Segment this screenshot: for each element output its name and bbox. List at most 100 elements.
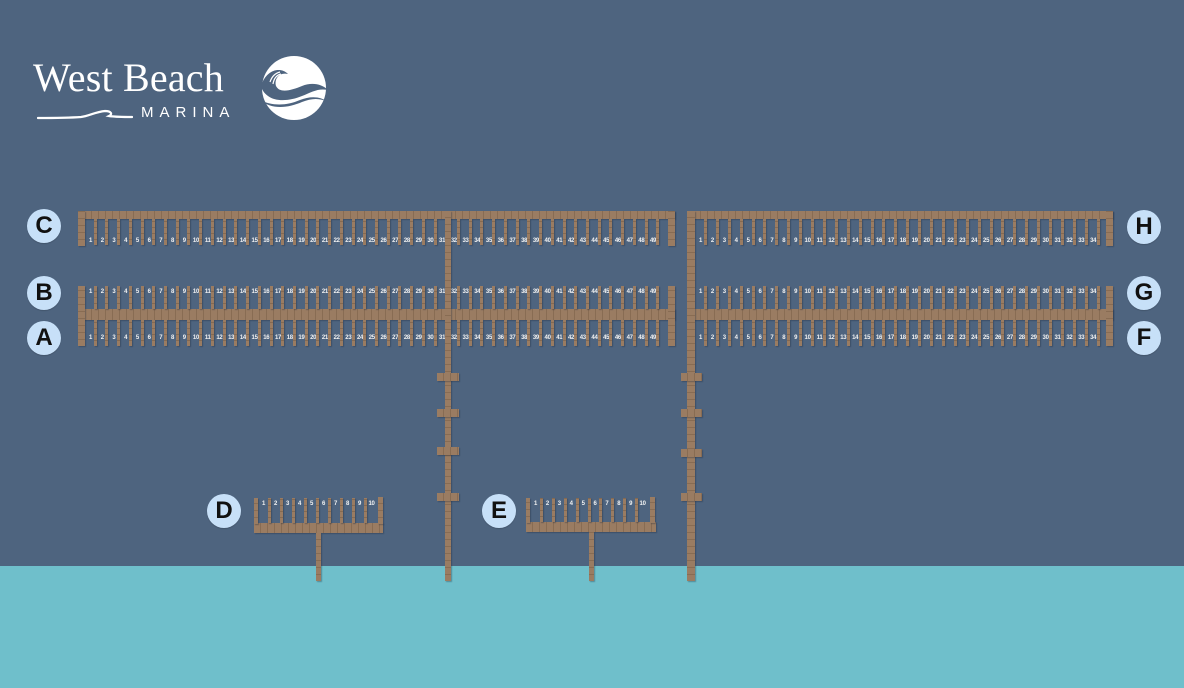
slip-g-28[interactable]: 28 (1018, 289, 1025, 295)
slip-f-5[interactable]: 5 (746, 335, 750, 341)
slip-h-25[interactable]: 25 (983, 238, 990, 244)
slip-e-6[interactable]: 6 (593, 501, 597, 507)
slip-a-28[interactable]: 28 (403, 335, 410, 341)
slip-b-18[interactable]: 18 (286, 289, 293, 295)
slip-a-3[interactable]: 3 (112, 335, 116, 341)
slip-c-23[interactable]: 23 (345, 238, 352, 244)
slip-b-14[interactable]: 14 (239, 289, 246, 295)
slip-b-11[interactable]: 11 (204, 289, 211, 295)
dock-badge-g[interactable]: G (1127, 276, 1161, 310)
slip-g-15[interactable]: 15 (864, 289, 871, 295)
slip-f-30[interactable]: 30 (1042, 335, 1049, 341)
slip-e-9[interactable]: 9 (629, 501, 633, 507)
slip-h-7[interactable]: 7 (770, 238, 774, 244)
slip-f-2[interactable]: 2 (710, 335, 714, 341)
slip-b-21[interactable]: 21 (321, 289, 328, 295)
slip-c-16[interactable]: 16 (263, 238, 270, 244)
slip-c-46[interactable]: 46 (614, 238, 621, 244)
slip-a-37[interactable]: 37 (509, 335, 516, 341)
slip-b-49[interactable]: 49 (650, 289, 657, 295)
slip-a-44[interactable]: 44 (591, 335, 598, 341)
slip-b-28[interactable]: 28 (403, 289, 410, 295)
slip-e-7[interactable]: 7 (605, 501, 609, 507)
slip-h-29[interactable]: 29 (1030, 238, 1037, 244)
slip-a-42[interactable]: 42 (567, 335, 575, 341)
slip-a-17[interactable]: 17 (274, 335, 282, 341)
slip-c-10[interactable]: 10 (192, 238, 199, 244)
slip-c-5[interactable]: 5 (135, 238, 139, 244)
slip-e-10[interactable]: 10 (639, 501, 646, 507)
slip-a-27[interactable]: 27 (392, 335, 399, 341)
slip-f-12[interactable]: 12 (828, 335, 835, 341)
slip-h-11[interactable]: 11 (816, 238, 823, 244)
slip-b-42[interactable]: 42 (567, 289, 575, 295)
slip-a-25[interactable]: 25 (368, 335, 375, 341)
slip-f-11[interactable]: 11 (816, 335, 823, 341)
slip-b-13[interactable]: 13 (228, 289, 235, 295)
dock-badge-b[interactable]: B (27, 276, 61, 310)
slip-b-16[interactable]: 16 (263, 289, 270, 295)
slip-g-31[interactable]: 31 (1054, 289, 1061, 295)
slip-d-10[interactable]: 10 (368, 501, 375, 507)
slip-a-22[interactable]: 22 (333, 335, 340, 341)
slip-c-29[interactable]: 29 (415, 238, 422, 244)
slip-f-23[interactable]: 23 (959, 335, 966, 341)
slip-c-3[interactable]: 3 (112, 238, 116, 244)
slip-c-8[interactable]: 8 (171, 238, 175, 244)
slip-c-28[interactable]: 28 (403, 238, 410, 244)
slip-b-7[interactable]: 7 (159, 289, 163, 295)
slip-g-5[interactable]: 5 (746, 289, 750, 295)
slip-f-18[interactable]: 18 (899, 335, 906, 341)
slip-b-10[interactable]: 10 (192, 289, 199, 295)
slip-b-47[interactable]: 47 (626, 289, 633, 295)
slip-f-34[interactable]: 34 (1090, 335, 1097, 341)
slip-a-30[interactable]: 30 (427, 335, 434, 341)
slip-b-1[interactable]: 1 (88, 289, 93, 295)
slip-d-5[interactable]: 5 (309, 501, 314, 507)
slip-g-17[interactable]: 17 (887, 289, 894, 295)
slip-g-29[interactable]: 29 (1030, 289, 1037, 295)
slip-c-18[interactable]: 18 (286, 238, 293, 244)
slip-f-7[interactable]: 7 (770, 335, 774, 341)
slip-h-10[interactable]: 10 (804, 238, 811, 244)
slip-h-33[interactable]: 33 (1078, 238, 1085, 244)
slip-g-14[interactable]: 14 (852, 289, 859, 295)
slip-g-21[interactable]: 21 (935, 289, 942, 295)
slip-h-31[interactable]: 31 (1054, 238, 1061, 244)
slip-f-33[interactable]: 33 (1078, 335, 1085, 341)
slip-b-37[interactable]: 37 (509, 289, 516, 295)
slip-h-17[interactable]: 17 (887, 238, 894, 244)
slip-a-45[interactable]: 45 (603, 335, 610, 341)
slip-c-30[interactable]: 30 (427, 238, 434, 244)
slip-a-13[interactable]: 13 (228, 335, 235, 341)
slip-h-1[interactable]: 1 (698, 238, 703, 244)
slip-h-32[interactable]: 32 (1066, 238, 1073, 244)
slip-b-34[interactable]: 34 (474, 289, 481, 295)
slip-a-7[interactable]: 7 (159, 335, 163, 341)
slip-g-11[interactable]: 11 (816, 289, 823, 295)
slip-b-12[interactable]: 12 (216, 289, 223, 295)
slip-b-2[interactable]: 2 (100, 289, 104, 295)
slip-c-37[interactable]: 37 (509, 238, 516, 244)
slip-c-47[interactable]: 47 (626, 238, 633, 244)
slip-f-21[interactable]: 21 (935, 335, 942, 341)
slip-f-15[interactable]: 15 (864, 335, 871, 341)
dock-badge-h[interactable]: H (1127, 210, 1161, 244)
slip-b-32[interactable]: 32 (450, 289, 457, 295)
slip-b-36[interactable]: 36 (497, 289, 504, 295)
slip-f-24[interactable]: 24 (971, 335, 978, 341)
slip-f-29[interactable]: 29 (1030, 335, 1037, 341)
dock-badge-f[interactable]: F (1127, 321, 1161, 355)
slip-c-19[interactable]: 19 (298, 238, 305, 244)
slip-f-3[interactable]: 3 (722, 335, 726, 341)
slip-c-14[interactable]: 14 (239, 238, 246, 244)
slip-a-24[interactable]: 24 (357, 335, 364, 341)
slip-b-24[interactable]: 24 (357, 289, 364, 295)
slip-a-36[interactable]: 36 (497, 335, 504, 341)
slip-c-43[interactable]: 43 (579, 238, 586, 244)
slip-c-2[interactable]: 2 (100, 238, 104, 244)
slip-c-26[interactable]: 26 (380, 238, 387, 244)
slip-a-48[interactable]: 48 (638, 335, 645, 341)
slip-c-40[interactable]: 40 (544, 238, 551, 244)
slip-b-43[interactable]: 43 (579, 289, 586, 295)
